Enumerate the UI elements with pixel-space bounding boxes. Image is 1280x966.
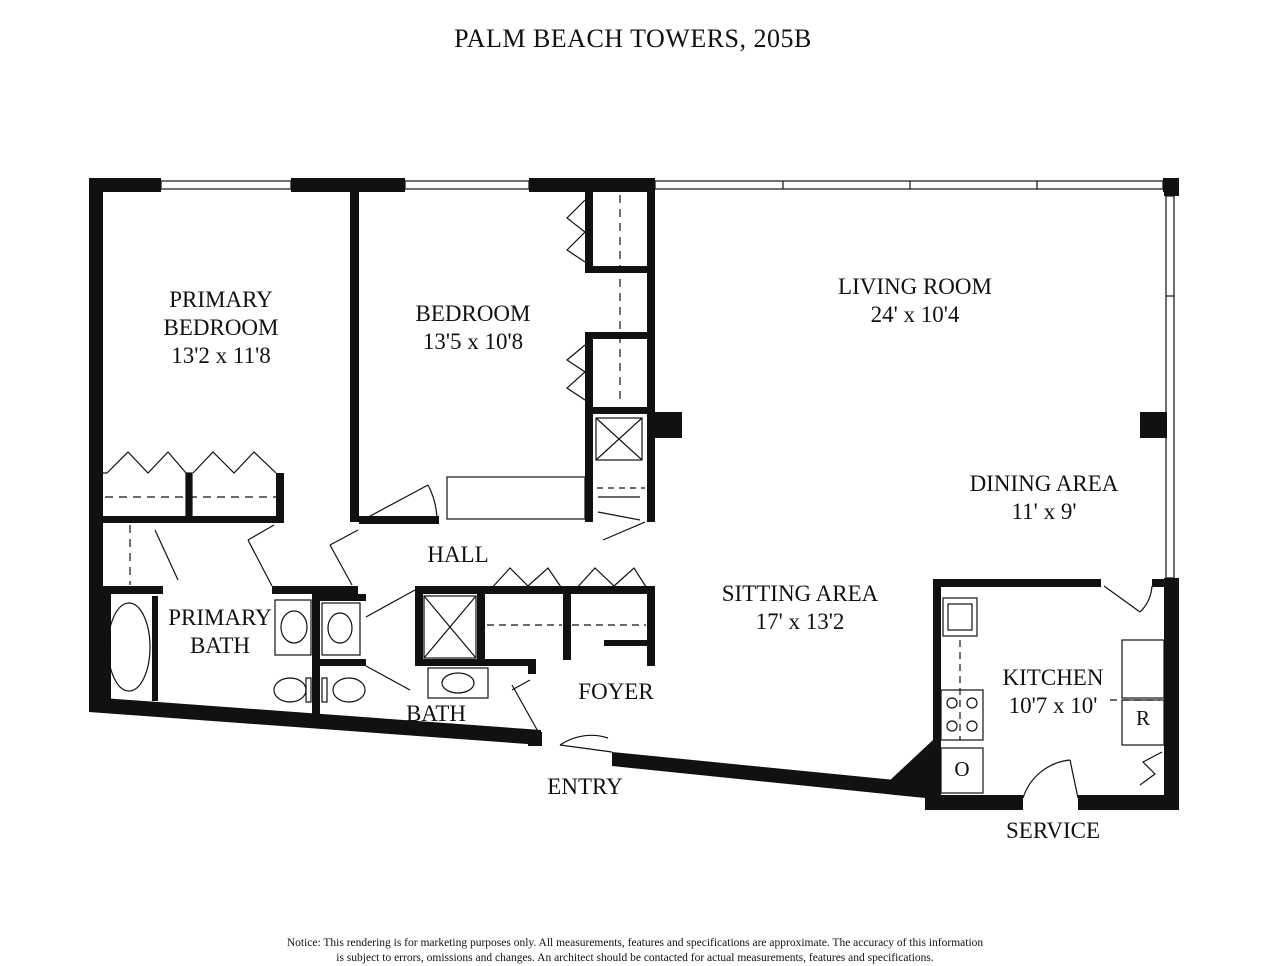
top-wall-segment xyxy=(291,178,405,192)
interior-walls xyxy=(103,192,655,746)
column xyxy=(1140,412,1167,438)
oven-label: O xyxy=(954,757,970,781)
refrigerator-label: R xyxy=(1135,706,1150,730)
exterior-walls xyxy=(89,178,1179,810)
kitchen-bottom-wall xyxy=(925,795,1023,810)
refrigerator xyxy=(1121,699,1165,746)
sink xyxy=(327,612,353,644)
top-wall-segment xyxy=(529,178,655,192)
kitchen-label: KITCHEN 10'7 x 10' xyxy=(1002,665,1104,718)
dining-area-label: DINING AREA 11' x 9' xyxy=(969,471,1119,524)
sitting-area-label: SITTING AREA 17' x 13'2 xyxy=(721,581,879,634)
kitchen-top-wall xyxy=(1152,579,1179,587)
kitchen-top-wall xyxy=(933,579,1101,587)
sink xyxy=(280,610,308,644)
right-wall-upper xyxy=(1164,178,1179,196)
shower xyxy=(423,595,477,659)
bathtub xyxy=(107,602,151,692)
fixtures xyxy=(107,595,1165,794)
bath-label: BATH xyxy=(405,701,467,726)
bottom-wall-east xyxy=(612,752,925,798)
living-room-label: LIVING ROOM 24' x 10'4 xyxy=(838,274,992,327)
left-wall xyxy=(89,178,103,711)
kitchen-corner xyxy=(888,740,933,798)
service-label: SERVICE xyxy=(1006,818,1100,843)
oven xyxy=(940,747,984,794)
primary-bedroom-label: PRIMARY BEDROOM 13'2 x 11'8 xyxy=(163,287,279,368)
sink xyxy=(441,672,475,694)
toilet xyxy=(332,677,366,703)
toilet xyxy=(273,677,307,703)
windows xyxy=(160,180,1175,579)
primary-bath-label: PRIMARY BATH xyxy=(168,605,272,658)
disclaimer-notice: Notice: This rendering is for marketing … xyxy=(286,937,984,964)
plan-title: PALM BEACH TOWERS, 205B xyxy=(454,24,812,53)
foyer-label: FOYER xyxy=(578,679,654,704)
entry-label: ENTRY xyxy=(547,774,623,799)
kitchen-sink xyxy=(942,597,978,637)
top-wall-segment xyxy=(89,178,161,192)
column xyxy=(652,412,682,438)
doors xyxy=(154,484,1163,799)
kitchen-bottom-wall xyxy=(1078,795,1179,810)
right-wall-lower xyxy=(1164,578,1179,810)
hall-label: HALL xyxy=(427,542,489,567)
kitchen-left-wall xyxy=(933,579,941,810)
bedroom-label: BEDROOM 13'5 x 10'8 xyxy=(415,301,531,354)
closet-details xyxy=(103,195,1160,740)
cooktop xyxy=(940,689,984,741)
